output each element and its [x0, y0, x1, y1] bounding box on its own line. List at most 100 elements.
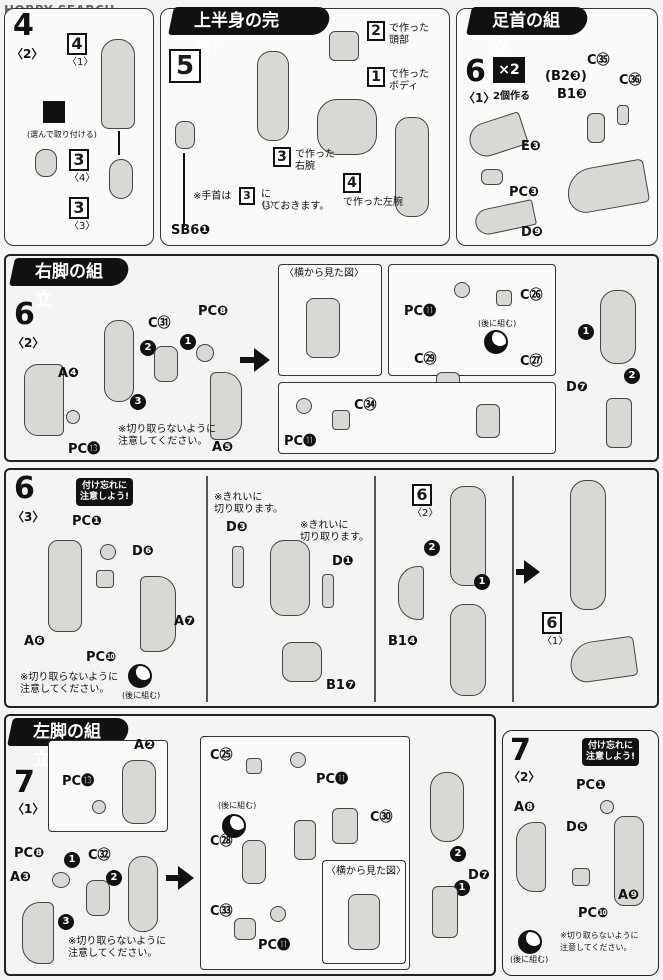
part-d7: D❼: [566, 380, 588, 395]
step-6-2-frame: [4, 254, 659, 462]
step-sub: 〈1〉: [12, 802, 45, 816]
side-view-part: [348, 894, 380, 950]
note-cut: ※切り取らないように 注意してください。: [560, 931, 639, 952]
step-dot-1: 1: [64, 852, 80, 868]
step-6-2-banner: 右脚の組立: [9, 258, 131, 310]
foot-assembled: [563, 158, 651, 216]
part-c33: C㉝: [210, 904, 233, 919]
part-d1: D❶: [332, 554, 354, 569]
part-b17: B1❼: [326, 678, 356, 693]
part-pc1: PC❶: [72, 514, 103, 529]
back-later-icon: [222, 814, 246, 838]
rod: [183, 153, 185, 227]
knee-assembled: [432, 886, 458, 938]
thigh-part: [430, 772, 464, 842]
flow-arrow-bar: [516, 569, 526, 575]
step-dot-1: 1: [474, 574, 490, 590]
side-view-label: 〈横から見た図〉: [284, 268, 364, 279]
leg-shell-a4: [24, 364, 64, 436]
part-a7: A❼: [174, 614, 196, 629]
ref-box: 6: [412, 484, 432, 506]
part-pc11b: PC⓫: [258, 938, 291, 953]
leg-shell: [22, 902, 54, 964]
left-arm-part: [395, 117, 429, 217]
knee-frame: [332, 808, 358, 844]
part-pc8: PC❽: [198, 304, 229, 319]
part-c27: C㉗: [520, 354, 543, 369]
part-sb6: SB6❶: [171, 223, 211, 238]
hook-part: [322, 574, 334, 608]
pc-part: [290, 752, 306, 768]
part-pc11b: PC⓫: [284, 434, 317, 449]
step-dot-2: 2: [424, 540, 440, 556]
right-arm-part: [257, 51, 289, 141]
head-part: [329, 31, 359, 61]
back-later-icon: [518, 930, 542, 954]
ref-sub: 〈1〉: [542, 636, 569, 647]
choose-note: (選んで取り付ける): [27, 130, 97, 139]
part-d3: D❸: [226, 520, 248, 535]
side-view-label: 〈横から見た図〉: [326, 866, 406, 877]
step-dot-2: 2: [624, 368, 640, 384]
step-number: 6: [14, 471, 35, 506]
back-note: (後に組む): [510, 955, 549, 964]
part-b14: B1❹: [388, 634, 418, 649]
hand-part: [175, 121, 195, 149]
side-view-part: [306, 298, 340, 358]
step-number: 6: [465, 54, 486, 89]
ref-box: 3: [69, 149, 89, 171]
back-note: (後に組む): [218, 801, 257, 810]
part-pc8: PC❽: [14, 846, 45, 861]
part-c28: C㉘: [210, 834, 233, 849]
ref-box: 4: [67, 33, 87, 55]
head-ref: 2: [367, 21, 385, 41]
ref-sub: 〈3〉: [69, 221, 96, 232]
part-d5: D❺: [566, 820, 588, 835]
step-dot-1: 1: [180, 334, 196, 350]
step-number: 7: [14, 765, 35, 800]
calf-shell: [140, 576, 176, 652]
part-a6: A❻: [24, 634, 46, 649]
ref-box: 3: [69, 197, 89, 219]
divider: [512, 476, 514, 702]
part-c29: C㉙: [414, 352, 437, 367]
ref-sub: 〈2〉: [412, 508, 439, 519]
left-arm-ref: 4: [343, 173, 361, 193]
hand-ref: 3: [239, 187, 255, 205]
pc-part: [100, 544, 116, 560]
thigh-part: [600, 290, 636, 364]
foot-top-part: [465, 111, 529, 161]
flow-arrow-bar: [166, 875, 180, 881]
step-sub: 〈3〉: [12, 510, 45, 524]
body-ref: 1: [367, 67, 385, 87]
part-pc13: PC⓭: [62, 774, 95, 789]
step-4-2-panel: 4 〈2〉 4 〈1〉 (選んで取り付ける) 3 〈4〉 3 〈3〉: [4, 8, 154, 246]
note-clean-2: ※きれいに 切り取ります。: [300, 520, 369, 543]
step-7-1-frame: [4, 714, 496, 976]
warning-badge: 付け忘れに 注意しよう!: [582, 738, 640, 766]
part-c26: C㉖: [520, 288, 543, 303]
body-part: [317, 99, 377, 155]
part-c25: C㉕: [210, 748, 233, 763]
body-note: で作った ボディ: [389, 69, 429, 92]
flow-arrow-bar: [240, 357, 256, 363]
joint-part: [234, 918, 256, 940]
part-c32: C㉜: [88, 848, 111, 863]
note-cut: ※切り取らないように 注意してください。: [118, 424, 217, 447]
knee-part: [154, 346, 178, 382]
divider: [374, 476, 376, 702]
side-armor: [398, 566, 424, 620]
warning-badge: 付け忘れに 注意しよう!: [76, 478, 134, 506]
assembly-box-top: [388, 264, 556, 376]
step-dot-1: 1: [578, 324, 594, 340]
hand-part-option: [35, 149, 57, 177]
step-6-1-panel: 足首の組立 6 ×2 〈1〉 2個作る C㉟ (B2❸) B1❸ C㊱ E❸ P…: [456, 7, 658, 246]
step-5-panel: 上半身の完成！ 5 2 で作った 頭部 1 で作った ボディ 3 で作った 右腕…: [160, 7, 450, 246]
leg-frame: [104, 320, 134, 402]
arm-part: [101, 39, 135, 129]
part-a2: A❷: [134, 738, 156, 753]
ref-sub: 〈1〉: [67, 57, 94, 68]
hand-note-2: に しておきます。: [261, 189, 330, 212]
divider: [206, 476, 208, 702]
pc-part: [454, 282, 470, 298]
